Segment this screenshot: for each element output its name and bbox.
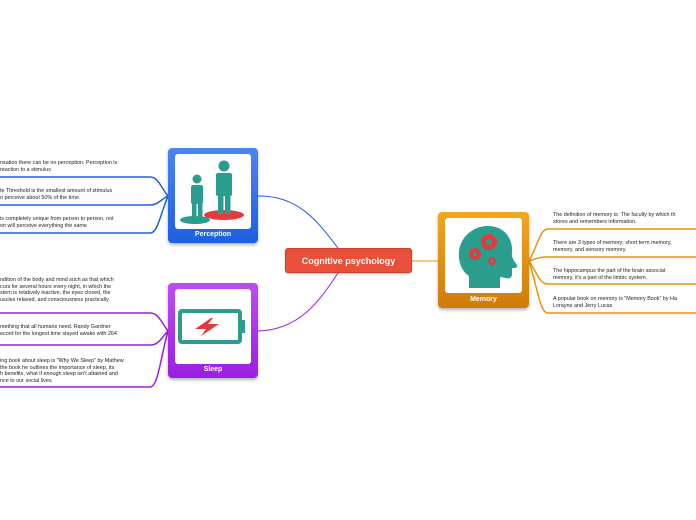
- low-battery-icon: [178, 309, 245, 344]
- link-perception: [257, 195, 339, 249]
- branch-memory-2: [528, 256, 696, 262]
- subtopic-sleep-1[interactable]: ndition of the body and mind such as tha…: [0, 277, 114, 303]
- sleep-label: Sleep: [203, 366, 223, 373]
- topic-perception[interactable]: Perception: [168, 148, 258, 243]
- perception-label: Perception: [194, 231, 232, 238]
- subtopic-memory-1[interactable]: The definition of memory is: The faculty…: [553, 212, 676, 225]
- subtopic-memory-3[interactable]: The hippocampus the part of the brain as…: [553, 268, 666, 281]
- link-sleep: [257, 272, 339, 332]
- subtopic-sleep-2[interactable]: mething that all humans need. Randy Gard…: [0, 324, 117, 337]
- topic-sleep[interactable]: Sleep: [168, 283, 258, 378]
- branch-memory-3: [528, 260, 696, 285]
- memory-image: [445, 218, 522, 293]
- subtopic-memory-4[interactable]: A popular book on memory is "Memory Book…: [553, 296, 677, 309]
- central-topic[interactable]: Cognitive psychology: [285, 248, 412, 273]
- subtopic-perception-3[interactable]: is completely unique from person to pers…: [0, 216, 114, 229]
- subtopic-sleep-3[interactable]: ing book about sleep is "Why We Sleep" b…: [0, 358, 124, 384]
- subtopic-perception-2[interactable]: te Threshold is the smallest amount of s…: [0, 188, 113, 201]
- perception-image: [175, 154, 251, 229]
- topic-memory[interactable]: Memory: [438, 212, 529, 308]
- branch-perception-2: [0, 195, 169, 206]
- subtopic-perception-1[interactable]: nsation there can be no perception. Perc…: [0, 160, 118, 173]
- branch-sleep-1: [0, 312, 169, 332]
- branch-perception-3: [0, 195, 169, 234]
- branch-sleep-2: [0, 330, 169, 346]
- sleep-image: [175, 289, 251, 364]
- branch-perception-1: [0, 176, 169, 197]
- memory-label: Memory: [470, 296, 497, 303]
- branch-sleep-3: [0, 330, 169, 388]
- subtopic-memory-2[interactable]: There are 3 types of memory; short term …: [553, 240, 672, 253]
- branch-memory-4: [528, 260, 696, 314]
- head-gears-icon: [458, 226, 518, 288]
- two-people-icon: [180, 160, 244, 224]
- branch-memory-1: [528, 228, 696, 262]
